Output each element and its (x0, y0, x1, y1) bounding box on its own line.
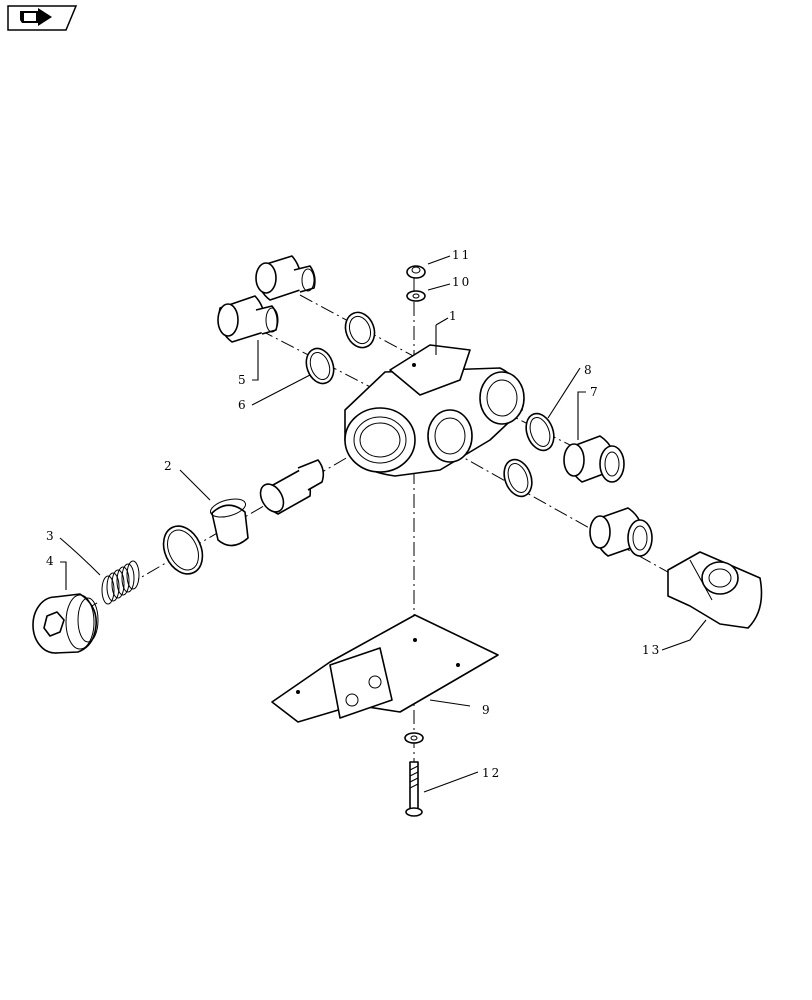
o-ring-upper-2 (344, 311, 376, 349)
sleeve (209, 498, 249, 547)
callout-3: 3 (46, 529, 56, 543)
valve-body (344, 344, 525, 477)
fitting-right-upper (563, 435, 625, 483)
washer-top (406, 290, 426, 302)
callout-labels: 1 2 3 4 5 6 7 8 9 10 11 12 13 (46, 248, 661, 780)
callout-7: 7 (590, 385, 600, 399)
next-page-button[interactable] (7, 5, 78, 31)
callout-1: 1 (449, 309, 459, 323)
o-ring-left (162, 525, 204, 575)
check-valve-poppet (259, 459, 325, 515)
fitting-upper-right (255, 255, 316, 301)
callout-2: 2 (164, 459, 174, 473)
callout-11: 11 (452, 248, 471, 262)
callout-8: 8 (584, 363, 594, 377)
swivel-elbow (667, 551, 763, 629)
o-ring-upper-1 (305, 347, 335, 385)
o-ring-right-1 (525, 412, 555, 452)
callout-6: 6 (238, 398, 248, 412)
fitting-right-lower (589, 507, 653, 557)
o-ring-right-2 (503, 458, 533, 498)
mounting-bracket (271, 614, 499, 723)
callout-10: 10 (452, 275, 471, 289)
callout-12: 12 (482, 766, 501, 780)
nut (406, 265, 426, 279)
washer-bottom (404, 732, 424, 744)
fitting-upper-left (217, 295, 279, 343)
bolt (405, 761, 423, 817)
callout-4: 4 (46, 554, 56, 568)
hex-plug (32, 593, 99, 654)
callout-5: 5 (238, 373, 248, 387)
spring (98, 560, 140, 605)
callout-9: 9 (482, 703, 492, 717)
callout-13: 13 (642, 643, 661, 657)
leader-lines (59, 255, 707, 793)
next-page-arrow-icon (20, 8, 52, 26)
